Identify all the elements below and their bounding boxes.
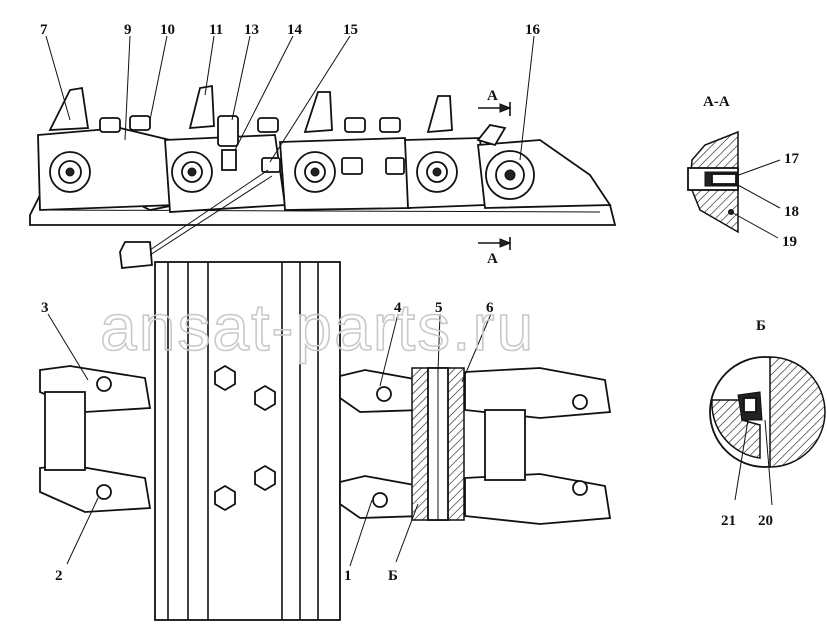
callout-19: 19 bbox=[782, 234, 797, 250]
section-a-a-title: А-А bbox=[703, 94, 730, 110]
bolt-heads bbox=[99, 115, 401, 171]
callout-2: 2 bbox=[55, 568, 63, 584]
callout-4: 4 bbox=[394, 300, 402, 316]
section-a-marks: А А bbox=[478, 88, 512, 267]
callout-14: 14 bbox=[287, 22, 303, 38]
detail-b-view bbox=[709, 356, 826, 506]
callout-1: 1 bbox=[344, 568, 352, 584]
callout-18: 18 bbox=[784, 204, 799, 220]
plate-hex-bolts bbox=[214, 364, 276, 512]
section-mark-a-bottom: А bbox=[487, 251, 498, 267]
detail-mark-b: Б bbox=[388, 568, 398, 584]
chain-plan-view bbox=[39, 261, 612, 621]
callout-5: 5 bbox=[435, 300, 443, 316]
callout-13: 13 bbox=[244, 22, 259, 38]
callout-20: 20 bbox=[758, 513, 773, 529]
callout-21: 21 bbox=[721, 513, 736, 529]
callout-15: 15 bbox=[343, 22, 358, 38]
leader-lines bbox=[45, 35, 535, 567]
section-a-a-view bbox=[687, 130, 781, 239]
callout-9: 9 bbox=[124, 22, 132, 38]
callout-10: 10 bbox=[160, 22, 175, 38]
callout-16: 16 bbox=[525, 22, 541, 38]
chain-side-view bbox=[29, 84, 617, 269]
callout-labels: 7 9 10 11 13 14 15 16 17 18 19 3 4 5 6 2… bbox=[40, 22, 800, 584]
callout-11: 11 bbox=[209, 22, 223, 38]
detail-b-title: Б bbox=[756, 318, 766, 334]
callout-7: 7 bbox=[40, 22, 48, 38]
watermark: ansat-parts.ru bbox=[100, 290, 535, 364]
pin-ends bbox=[49, 150, 535, 200]
callout-17: 17 bbox=[784, 151, 800, 167]
callout-3: 3 bbox=[41, 300, 49, 316]
section-mark-a-top: А bbox=[487, 88, 498, 104]
callout-6: 6 bbox=[486, 300, 494, 316]
